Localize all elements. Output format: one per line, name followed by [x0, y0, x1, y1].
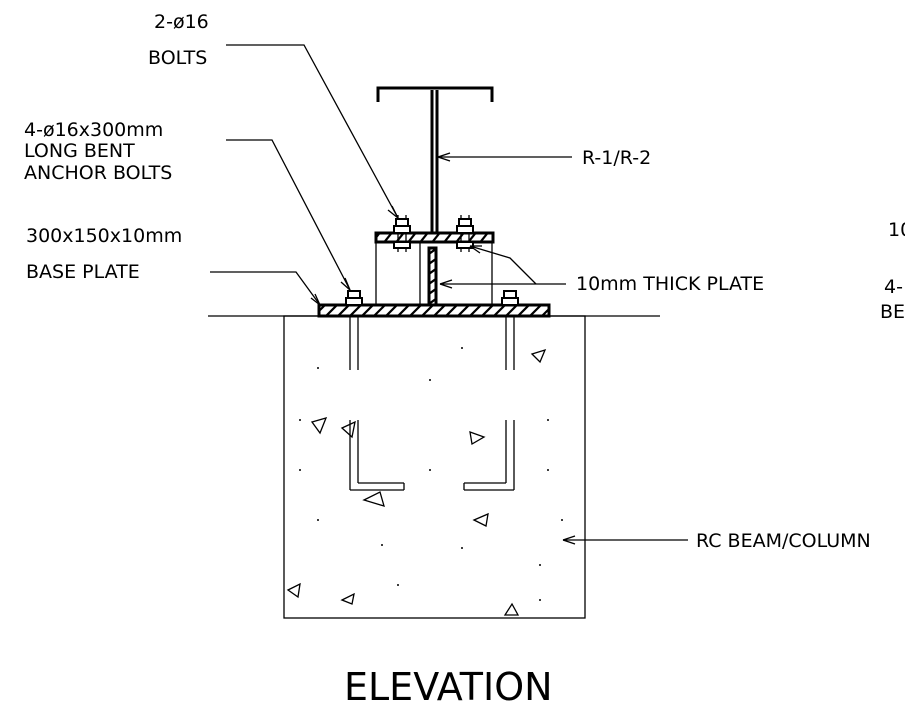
main-member	[376, 86, 494, 233]
stub-pedestal	[374, 231, 495, 307]
cut-label-1: 10	[888, 219, 905, 241]
cut-label-3: BE	[880, 301, 905, 323]
leaders	[210, 44, 688, 545]
anchor-bolt-right	[463, 316, 515, 491]
drawing-title: ELEVATION	[344, 665, 553, 707]
concrete-aggregate	[286, 348, 547, 616]
cut-label-2: 4-	[884, 276, 903, 298]
rc-beam-column-label: RC BEAM/COLUMN	[696, 530, 871, 552]
base-nut-right	[501, 290, 519, 306]
anchor-bolts-label-2: LONG BENT	[24, 140, 135, 162]
base-nut-left	[345, 290, 363, 306]
anchor-bolts-label-3: ANCHOR BOLTS	[24, 162, 172, 184]
bolts-count-label: 2-ø16	[154, 11, 209, 33]
base-plate-label-2: BASE PLATE	[26, 261, 140, 283]
top-bolt-right	[456, 215, 474, 252]
anchor-bolts-label-1: 4-ø16x300mm	[24, 119, 163, 141]
thick-plate-label: 10mm THICK PLATE	[576, 273, 764, 295]
top-bolt-left	[393, 215, 411, 252]
base-plate-label-1: 300x150x10mm	[26, 225, 182, 247]
bolts-label: BOLTS	[148, 47, 207, 69]
concrete-dots	[299, 347, 563, 601]
section-label: R-1/R-2	[582, 147, 651, 169]
anchor-bolt-left	[349, 316, 405, 491]
